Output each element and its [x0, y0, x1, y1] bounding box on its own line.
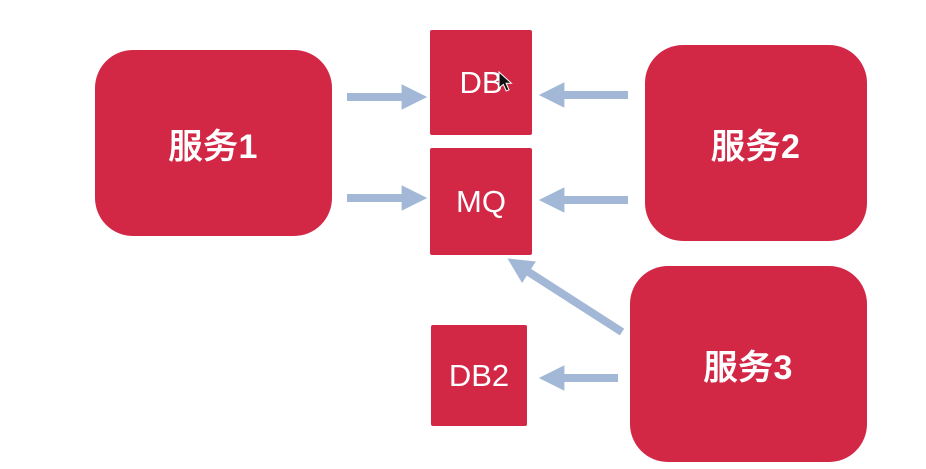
node-service3-label: 服务3	[703, 348, 794, 387]
node-service1: 服务1	[95, 50, 332, 236]
node-service2-label: 服务2	[711, 127, 801, 166]
node-db2: DB2	[431, 325, 527, 426]
arrow-service3-to-mq	[507, 258, 625, 336]
node-service1-label: 服务1	[168, 127, 259, 166]
node-db: DB	[430, 30, 532, 135]
node-mq-label: MQ	[456, 183, 506, 219]
node-service2: 服务2	[645, 45, 867, 241]
node-db2-label: DB2	[448, 357, 510, 393]
node-service3: 服务3	[630, 266, 867, 462]
node-mq: MQ	[430, 148, 532, 255]
node-db-label: DB	[459, 64, 503, 100]
